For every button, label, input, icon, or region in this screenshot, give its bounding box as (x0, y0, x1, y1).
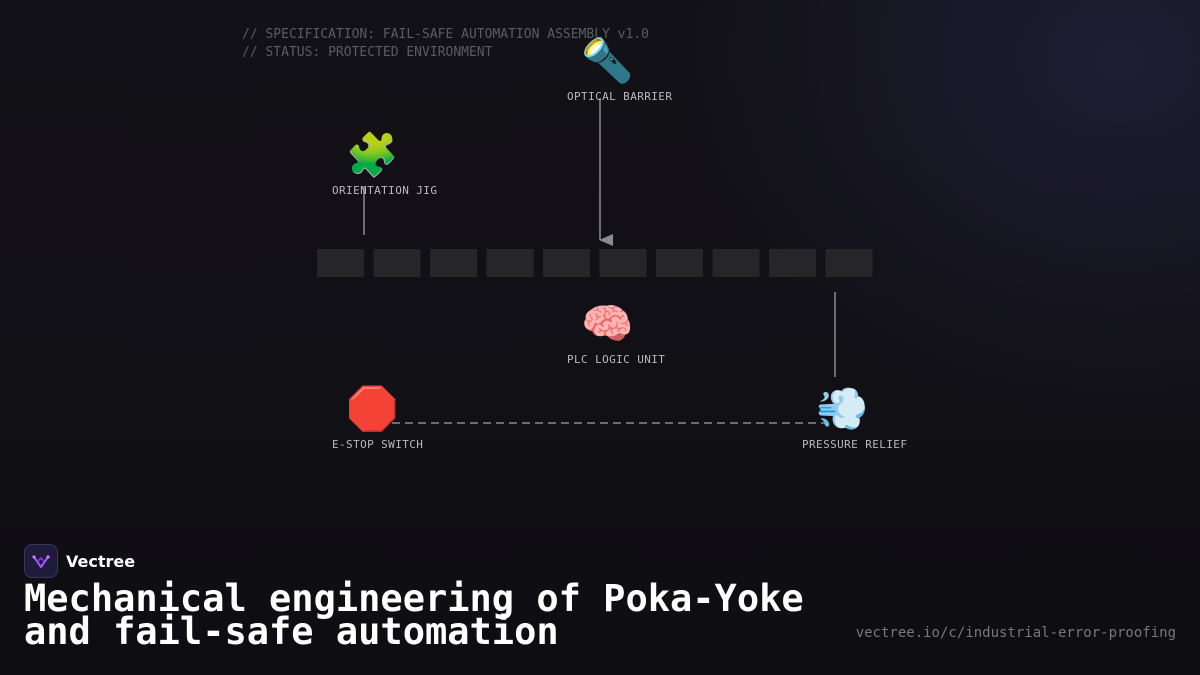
brand: Vectree (24, 544, 135, 578)
conveyor-slot (317, 249, 364, 277)
orientation-jig-node: 🧩 ORIENTATION JIG (332, 130, 437, 197)
conveyor-slot (599, 249, 647, 277)
pressure-relief-node: 💨 PRESSURE RELIEF (802, 384, 907, 451)
conveyor-slot (656, 249, 703, 277)
conveyor (317, 249, 873, 277)
conveyor-slot (486, 249, 534, 277)
conveyor-slot (543, 249, 590, 277)
puzzle-piece-icon: 🧩 (346, 130, 399, 179)
estop-switch-node: 🛑 E-STOP SWITCH (332, 384, 423, 451)
orientation-jig-label: ORIENTATION JIG (332, 184, 438, 197)
pressure-relief-label: PRESSURE RELIEF (802, 438, 908, 451)
conveyor-slot (373, 249, 421, 277)
conveyor-slot (430, 249, 477, 277)
stop-sign-icon: 🛑 (346, 384, 399, 433)
page-title-line-1: Mechanical engineering of Poka-Yoke (24, 577, 804, 620)
brain-icon: 🧠 (581, 299, 634, 348)
conveyor-slot (769, 249, 816, 277)
spec-line-2: // STATUS: PROTECTED ENVIRONMENT (242, 45, 493, 60)
conveyor-slot (825, 249, 873, 277)
dash-wind-icon: 💨 (816, 384, 869, 433)
plc-logic-unit-node: 🧠 PLC LOGIC UNIT (567, 299, 665, 366)
vectree-logo-icon (24, 544, 58, 578)
source-url[interactable]: vectree.io/c/industrial-error-proofing (855, 625, 1176, 641)
spec-line-1: // SPECIFICATION: FAIL-SAFE AUTOMATION A… (242, 27, 649, 42)
page-title-line-2: and fail-safe automation (24, 610, 559, 653)
estop-switch-label: E-STOP SWITCH (332, 438, 424, 451)
optical-barrier-node: 🔦 OPTICAL BARRIER (567, 36, 672, 103)
spec-comment: // SPECIFICATION: FAIL-SAFE AUTOMATION A… (242, 26, 649, 62)
plc-logic-unit-label: PLC LOGIC UNIT (567, 353, 666, 366)
conveyor-slot (712, 249, 760, 277)
optical-barrier-label: OPTICAL BARRIER (567, 90, 673, 103)
flashlight-icon: 🔦 (581, 36, 634, 85)
brand-name: Vectree (66, 551, 136, 571)
